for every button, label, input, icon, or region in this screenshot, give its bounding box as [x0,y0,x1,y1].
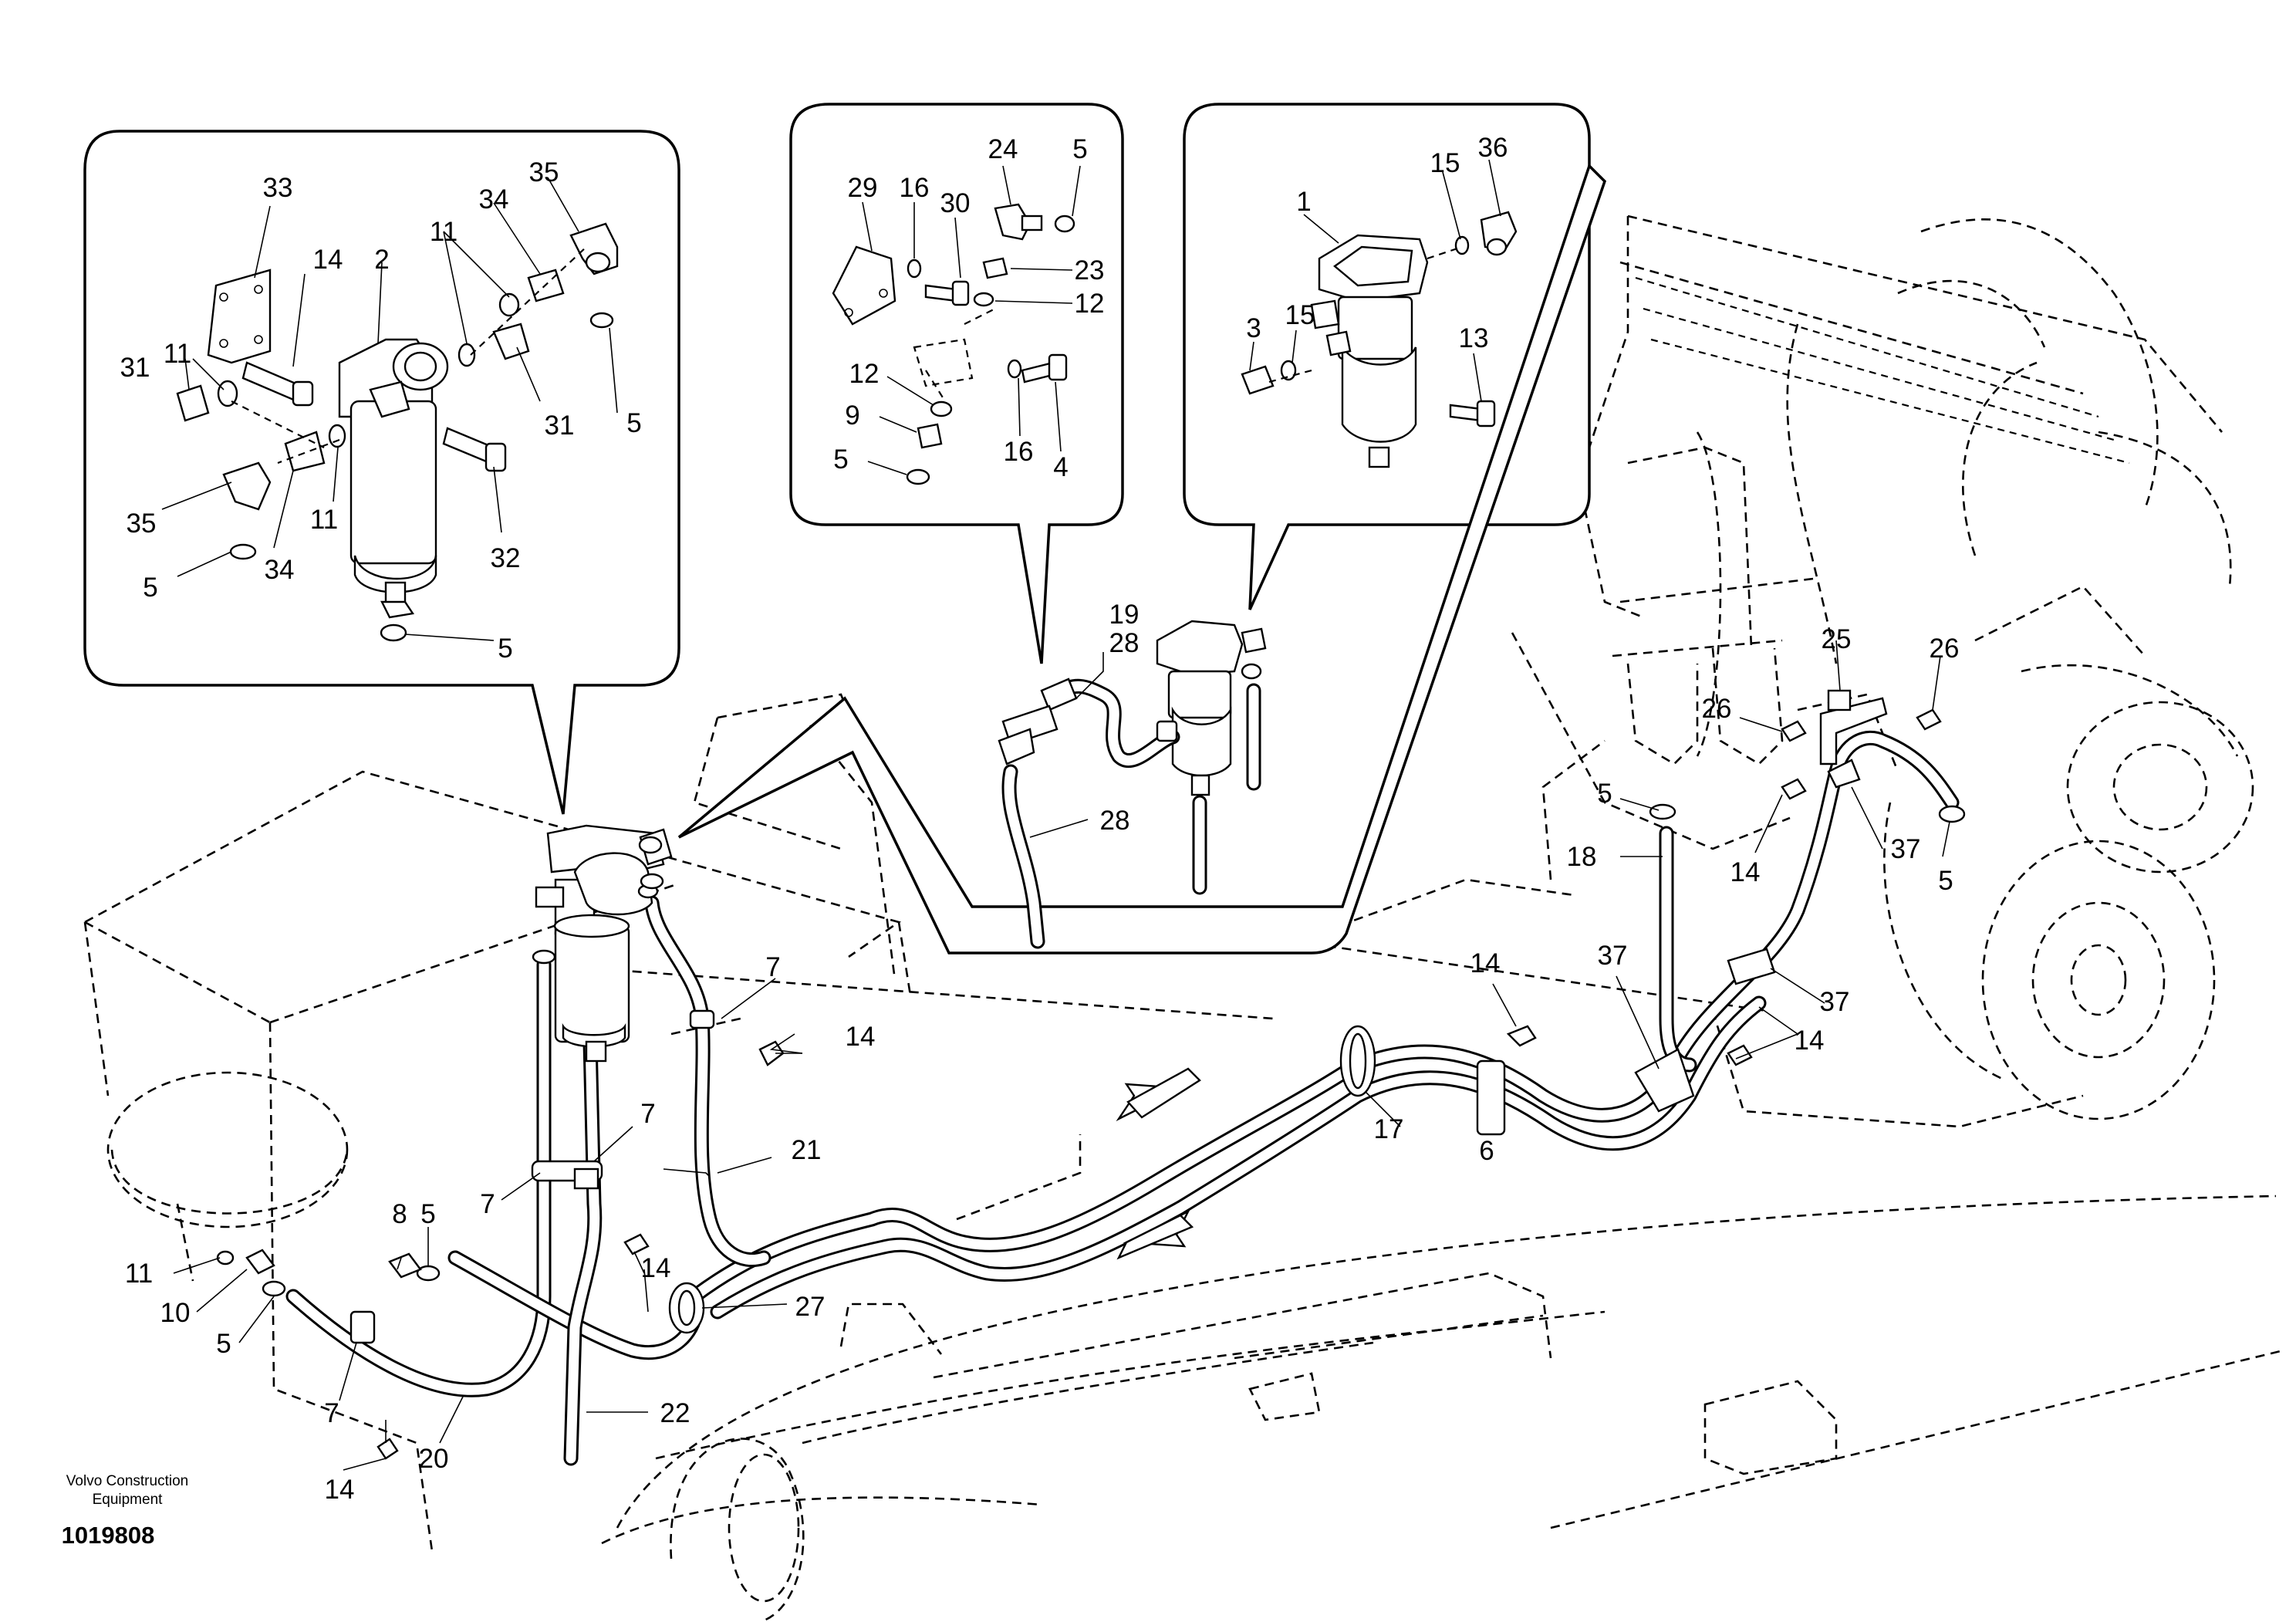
callout-14: 14 [1730,857,1761,887]
callout-21: 21 [792,1135,822,1165]
main-view-callouts: 25 26 26 5 18 14 37 5 37 14 37 14 14 7 1… [125,624,1960,1505]
callout-20: 20 [419,1444,449,1474]
callout-5: 5 [1938,866,1953,896]
leader-lines [173,640,1950,1471]
callout-4: 4 [1053,452,1068,482]
callout-17: 17 [1374,1114,1404,1144]
drawing-number: 1019808 [62,1522,155,1549]
callout-26: 26 [1702,694,1732,724]
callout-32: 32 [491,543,521,573]
callout-16: 16 [1004,437,1034,467]
callout-2: 2 [374,245,389,275]
hose-clamps [349,689,1888,1344]
left-detail-inset [83,130,680,815]
middle-inset-callouts: 24 5 29 16 30 23 12 12 9 5 16 4 [833,134,1104,482]
callout-9: 9 [845,400,859,431]
callout-5: 5 [626,408,641,438]
callout-10: 10 [160,1298,191,1328]
callout-31: 31 [545,411,575,441]
callout-35: 35 [127,509,157,539]
callout-37: 37 [1598,941,1628,971]
callout-16: 16 [900,173,930,203]
callout-12: 12 [1075,289,1105,319]
callout-28: 28 [1100,806,1130,836]
callout-5: 5 [1597,779,1612,809]
callout-24: 24 [988,134,1018,164]
callout-5: 5 [1072,134,1087,164]
callout-7: 7 [765,952,780,982]
callout-22: 22 [660,1398,690,1428]
left-inset-callouts: 33 14 2 34 35 11 11 31 31 5 35 34 11 32 … [120,157,642,664]
callout-12: 12 [849,359,880,389]
callout-14: 14 [1470,948,1501,978]
middle-detail-inset [789,103,1124,664]
callout-15: 15 [1430,148,1460,178]
callout-37: 37 [1820,987,1850,1017]
callout-1: 1 [1296,187,1311,217]
callout-29: 29 [848,173,878,203]
callout-14: 14 [1795,1026,1825,1056]
callout-28: 28 [1109,628,1140,658]
callout-3: 3 [1246,313,1261,343]
fuel-hoses [285,730,1960,1466]
callout-30: 30 [940,188,971,218]
callout-35: 35 [529,157,559,188]
middle-detail-callouts: 19 28 28 [1100,600,1140,836]
callout-36: 36 [1478,133,1508,163]
callout-14: 14 [641,1253,671,1283]
callout-5: 5 [498,634,512,664]
right-detail-inset [1183,103,1591,610]
main-fuel-filter [532,824,673,1063]
callout-6: 6 [1479,1136,1494,1166]
callout-19: 19 [1109,600,1140,630]
callout-34: 34 [479,184,509,215]
callout-18: 18 [1567,842,1597,872]
callout-11: 11 [125,1259,153,1289]
main-bolts-fittings [216,708,1966,1460]
callout-25: 25 [1822,624,1852,654]
callout-11: 11 [164,339,191,369]
callout-11: 11 [430,217,458,247]
callout-14: 14 [325,1475,355,1505]
machine-frame-outline [83,215,2284,1622]
middle-detail-assembly [677,163,1607,955]
callout-34: 34 [265,555,295,585]
callout-8: 8 [392,1199,407,1229]
right-inset-callouts: 36 15 1 15 3 13 [1246,133,1508,353]
callout-7: 7 [640,1099,655,1129]
callout-7: 7 [324,1398,339,1428]
callout-27: 27 [795,1292,826,1322]
callout-14: 14 [313,245,343,275]
callout-26: 26 [1930,634,1960,664]
callout-5: 5 [833,444,848,475]
callout-13: 13 [1459,323,1489,353]
flow-arrows [1116,1067,1201,1260]
callout-7: 7 [480,1189,495,1219]
callout-14: 14 [846,1022,876,1052]
callout-5: 5 [420,1199,435,1229]
callout-5: 5 [143,573,157,603]
callout-37: 37 [1891,834,1921,864]
callout-11: 11 [310,505,338,535]
callout-15: 15 [1285,300,1315,330]
callout-23: 23 [1075,255,1105,286]
callout-31: 31 [120,353,150,383]
callout-33: 33 [263,173,293,203]
callout-5: 5 [216,1329,231,1359]
